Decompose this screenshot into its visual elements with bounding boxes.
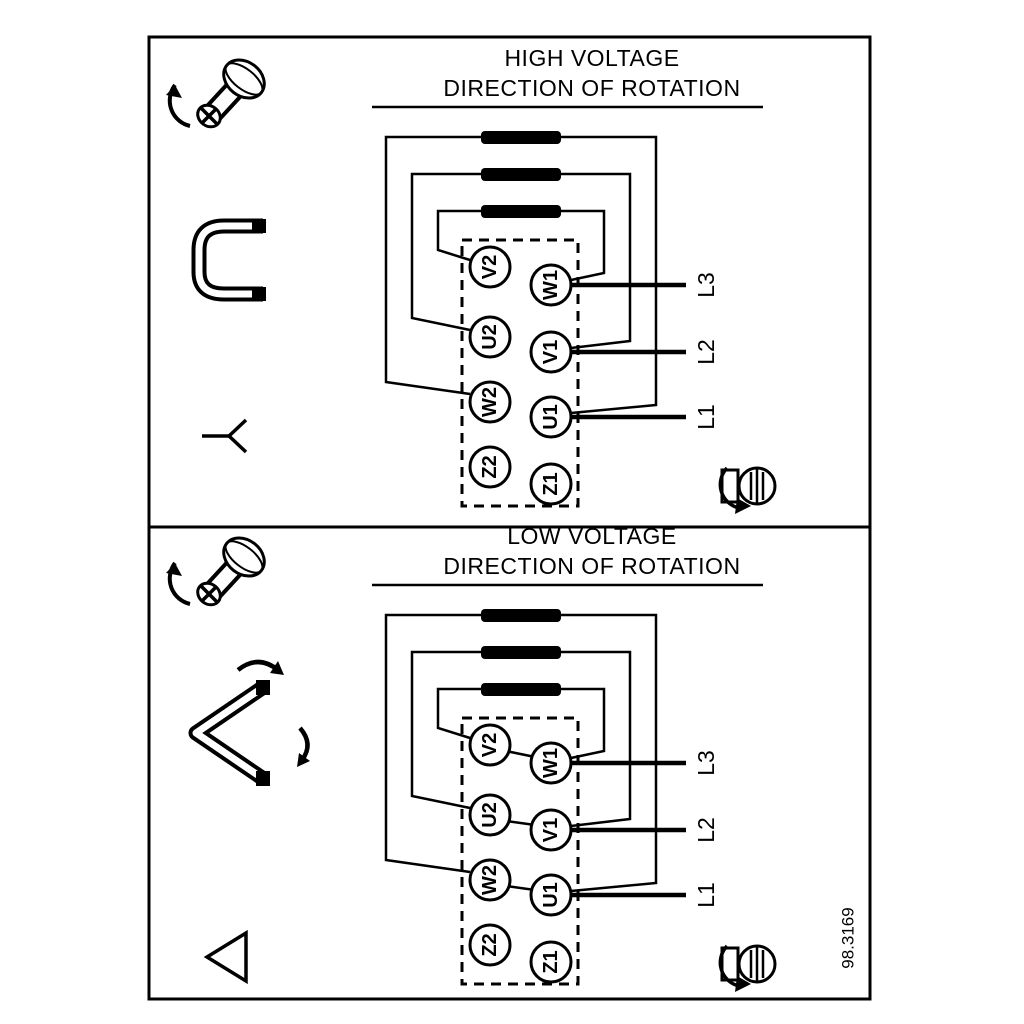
wire-loops	[384, 135, 658, 415]
svg-text:L2: L2	[693, 339, 719, 365]
terminal-w2: W2	[468, 858, 512, 902]
terminal-w1: W1	[529, 263, 573, 307]
terminal-z2: Z2	[468, 445, 512, 489]
terminal-v2: V2	[468, 723, 512, 767]
svg-text:Z1: Z1	[540, 472, 562, 495]
delta-symbol	[203, 929, 248, 985]
panel-title-line2: DIRECTION OF ROTATION	[443, 75, 740, 101]
svg-text:U1: U1	[540, 404, 562, 430]
terminal-u2: U2	[468, 315, 512, 359]
svg-text:U2: U2	[479, 324, 501, 350]
svg-text:V2: V2	[479, 255, 501, 279]
terminal-w2: W2	[468, 380, 512, 424]
terminal-pair-links	[505, 749, 536, 892]
svg-text:U2: U2	[479, 802, 501, 828]
screw-rotation-icon	[166, 536, 266, 607]
panel-title-line2: DIRECTION OF ROTATION	[443, 553, 740, 579]
svg-text:L1: L1	[693, 882, 719, 908]
svg-text:L3: L3	[693, 272, 719, 298]
svg-text:Z1: Z1	[540, 950, 562, 973]
svg-text:V1: V1	[540, 340, 562, 364]
svg-text:W2: W2	[479, 865, 501, 895]
terminal-z2: Z2	[468, 923, 512, 967]
supply-line-l2: L2	[572, 339, 719, 365]
terminal-u1: U1	[529, 395, 573, 439]
svg-text:U1: U1	[540, 882, 562, 908]
supply-line-l2: L2	[572, 817, 719, 843]
terminal-v1: V1	[529, 808, 573, 852]
svg-text:Z2: Z2	[479, 455, 501, 478]
terminal-z1: Z1	[529, 940, 573, 984]
supply-line-l1: L1	[572, 404, 719, 430]
panel-high-voltage: HIGH VOLTAGE DIRECTION OF ROTATION	[166, 45, 777, 514]
terminal-box	[460, 716, 580, 986]
terminal-w1: W1	[529, 741, 573, 785]
terminal-u2: U2	[468, 793, 512, 837]
wire-loops	[384, 613, 658, 893]
delta-link-arrows-icon	[188, 659, 310, 786]
jumper-bracket-icon	[191, 218, 266, 302]
screw-rotation-icon	[166, 58, 266, 129]
figure-border	[147, 35, 872, 1001]
svg-text:L1: L1	[693, 404, 719, 430]
figure-number: 98.3169	[839, 907, 858, 968]
svg-text:W1: W1	[540, 748, 562, 778]
svg-text:V2: V2	[479, 733, 501, 757]
svg-text:V1: V1	[540, 818, 562, 842]
svg-text:L3: L3	[693, 750, 719, 776]
star-symbol	[202, 418, 248, 454]
svg-text:W1: W1	[540, 270, 562, 300]
panel-low-voltage: LOW VOLTAGE DIRECTION OF ROTATION	[166, 523, 777, 992]
terminal-u1: U1	[529, 873, 573, 917]
panel-title-line1: HIGH VOLTAGE	[504, 45, 679, 71]
svg-text:L2: L2	[693, 817, 719, 843]
terminal-v1: V1	[529, 330, 573, 374]
motor-rotation-icon	[718, 466, 777, 514]
terminal-v2: V2	[468, 245, 512, 289]
svg-text:Z2: Z2	[479, 933, 501, 956]
supply-line-l3: L3	[572, 272, 719, 298]
supply-line-l1: L1	[572, 882, 719, 908]
panel-title-line1: LOW VOLTAGE	[507, 523, 677, 549]
supply-line-l3: L3	[572, 750, 719, 776]
motor-rotation-icon	[718, 944, 777, 992]
terminal-box	[460, 238, 580, 508]
svg-text:W2: W2	[479, 387, 501, 417]
terminal-z1: Z1	[529, 462, 573, 506]
